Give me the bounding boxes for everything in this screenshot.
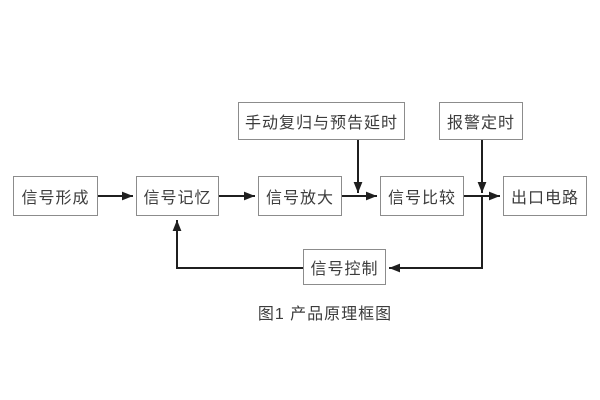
node-signal-formation: 信号形成 <box>13 176 98 216</box>
edge-control-to-memory <box>172 220 303 269</box>
node-alarm-timing: 报警定时 <box>439 102 523 140</box>
node-signal-amplification: 信号放大 <box>258 176 342 216</box>
node-signal-memory: 信号记忆 <box>136 176 219 216</box>
node-signal-control: 信号控制 <box>303 249 386 285</box>
node-manual-reset-delay: 手动复归与预告延时 <box>238 102 405 140</box>
edge-junction-to-control <box>389 196 483 273</box>
node-output-circuit: 出口电路 <box>503 176 587 216</box>
figure-caption: 图1 产品原理框图 <box>257 306 393 323</box>
node-signal-comparison: 信号比较 <box>380 176 464 216</box>
